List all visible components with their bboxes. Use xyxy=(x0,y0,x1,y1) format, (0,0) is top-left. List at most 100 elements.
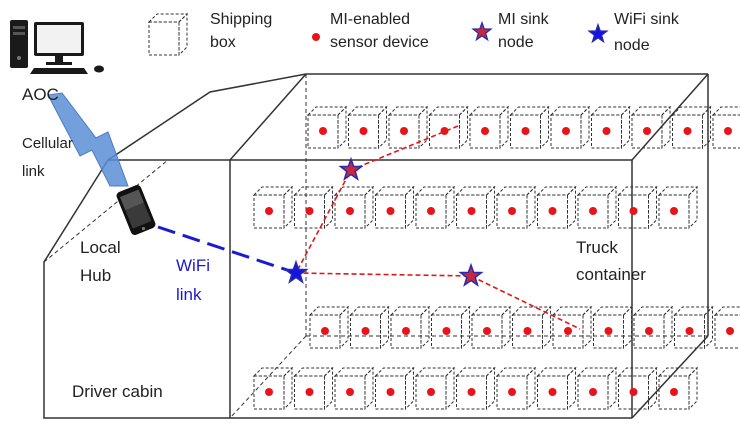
driver-cabin-label: Driver cabin xyxy=(72,382,163,401)
cellular-label-2: link xyxy=(22,163,45,180)
sensor-device xyxy=(562,127,570,135)
cellular-link xyxy=(47,92,129,187)
shipping-box xyxy=(618,367,657,410)
shipping-box xyxy=(334,367,374,410)
sensor-device xyxy=(361,327,370,335)
legend-shipping-box-icon xyxy=(148,13,188,56)
shipping-box xyxy=(415,186,455,229)
sensor-device xyxy=(629,388,638,396)
sensor-device xyxy=(683,127,692,135)
legend: Shipping box MI-enabled sensor device MI… xyxy=(148,11,680,56)
sensor-device xyxy=(321,327,329,335)
sensor-device xyxy=(386,388,395,396)
sensor-device xyxy=(643,127,651,135)
shipping-box xyxy=(512,306,551,349)
sensor-device xyxy=(483,327,491,335)
legend-wifi-sink-label-1: WiFi sink xyxy=(614,11,680,28)
sensor-device xyxy=(305,388,314,396)
shipping-box xyxy=(334,186,374,229)
sensor-device xyxy=(400,127,408,135)
mi-sink-node xyxy=(339,158,363,180)
shipping-box-rows xyxy=(253,106,740,410)
sensor-device xyxy=(670,388,678,396)
shipping-box xyxy=(253,367,293,410)
sensor-device xyxy=(589,207,597,215)
shipping-box xyxy=(552,306,592,349)
shipping-box xyxy=(496,367,536,410)
sensor-device xyxy=(523,327,532,335)
truck-container-label-1: Truck xyxy=(576,238,618,257)
legend-sensor-label-2: sensor device xyxy=(330,34,429,51)
legend-sensor-dot xyxy=(312,33,320,41)
sensor-device xyxy=(402,327,410,335)
sensor-device xyxy=(427,388,435,396)
computer-icon xyxy=(10,20,104,74)
sensor-device xyxy=(427,207,435,215)
local-hub-label-2: Hub xyxy=(80,266,111,285)
shipping-box xyxy=(593,306,632,349)
sensor-device xyxy=(346,388,354,396)
sensor-device xyxy=(481,127,489,135)
shipping-box xyxy=(350,306,389,349)
shipping-box xyxy=(658,186,698,229)
sensor-device xyxy=(508,207,516,215)
aoc-label: AOC xyxy=(22,85,59,104)
sensor-device xyxy=(521,127,530,135)
shipping-box xyxy=(429,106,468,149)
shipping-box xyxy=(672,106,711,149)
shipping-box xyxy=(633,306,673,349)
truck-container-hidden-edges xyxy=(229,74,708,419)
shipping-box xyxy=(537,186,576,229)
shipping-box xyxy=(537,367,576,410)
shipping-box xyxy=(658,367,698,410)
sensor-device xyxy=(346,207,354,215)
shipping-box xyxy=(294,367,333,410)
shipping-box xyxy=(307,106,347,149)
sensor-device xyxy=(467,207,476,215)
sensor-device xyxy=(386,207,395,215)
sensor-device xyxy=(548,207,557,215)
shipping-box xyxy=(390,306,430,349)
shipping-box xyxy=(496,186,536,229)
sensor-device xyxy=(724,127,732,135)
shipping-box xyxy=(469,106,509,149)
sensor-device xyxy=(265,388,273,396)
phone-icon xyxy=(116,185,156,235)
shipping-box xyxy=(375,186,414,229)
shipping-box xyxy=(253,186,293,229)
truck-container-label-2: container xyxy=(576,265,646,284)
sensor-device xyxy=(564,327,572,335)
legend-sensor-label-1: MI-enabled xyxy=(330,11,410,28)
cellular-label-1: Cellular xyxy=(22,135,73,152)
sensor-device xyxy=(265,207,273,215)
sensor-device xyxy=(726,327,734,335)
sensor-device xyxy=(685,327,694,335)
legend-shipping-box-label-1: Shipping xyxy=(210,11,272,28)
legend-wifi-sink-label-2: node xyxy=(614,37,650,54)
shipping-box xyxy=(456,186,495,229)
shipping-box xyxy=(431,306,470,349)
shipping-box xyxy=(577,186,617,229)
wifi-link xyxy=(157,225,297,275)
shipping-box xyxy=(577,367,617,410)
shipping-box xyxy=(674,306,713,349)
shipping-box xyxy=(631,106,671,149)
legend-wifi-sink-star xyxy=(588,24,608,43)
shipping-box xyxy=(618,186,657,229)
shipping-box xyxy=(294,186,333,229)
cabin-hidden-edge xyxy=(43,159,169,263)
shipping-box xyxy=(591,106,630,149)
sensor-device xyxy=(305,207,314,215)
sensor-device xyxy=(670,207,678,215)
sensor-device xyxy=(467,388,476,396)
shipping-box xyxy=(309,306,349,349)
shipping-box xyxy=(415,367,455,410)
shipping-box xyxy=(375,367,414,410)
sensor-device xyxy=(589,388,597,396)
shipping-box xyxy=(510,106,549,149)
truck-container-outline xyxy=(229,73,709,419)
legend-shipping-box-label-2: box xyxy=(210,34,236,51)
wifi-link-label-1: WiFi xyxy=(176,256,210,275)
sensor-device xyxy=(629,207,638,215)
